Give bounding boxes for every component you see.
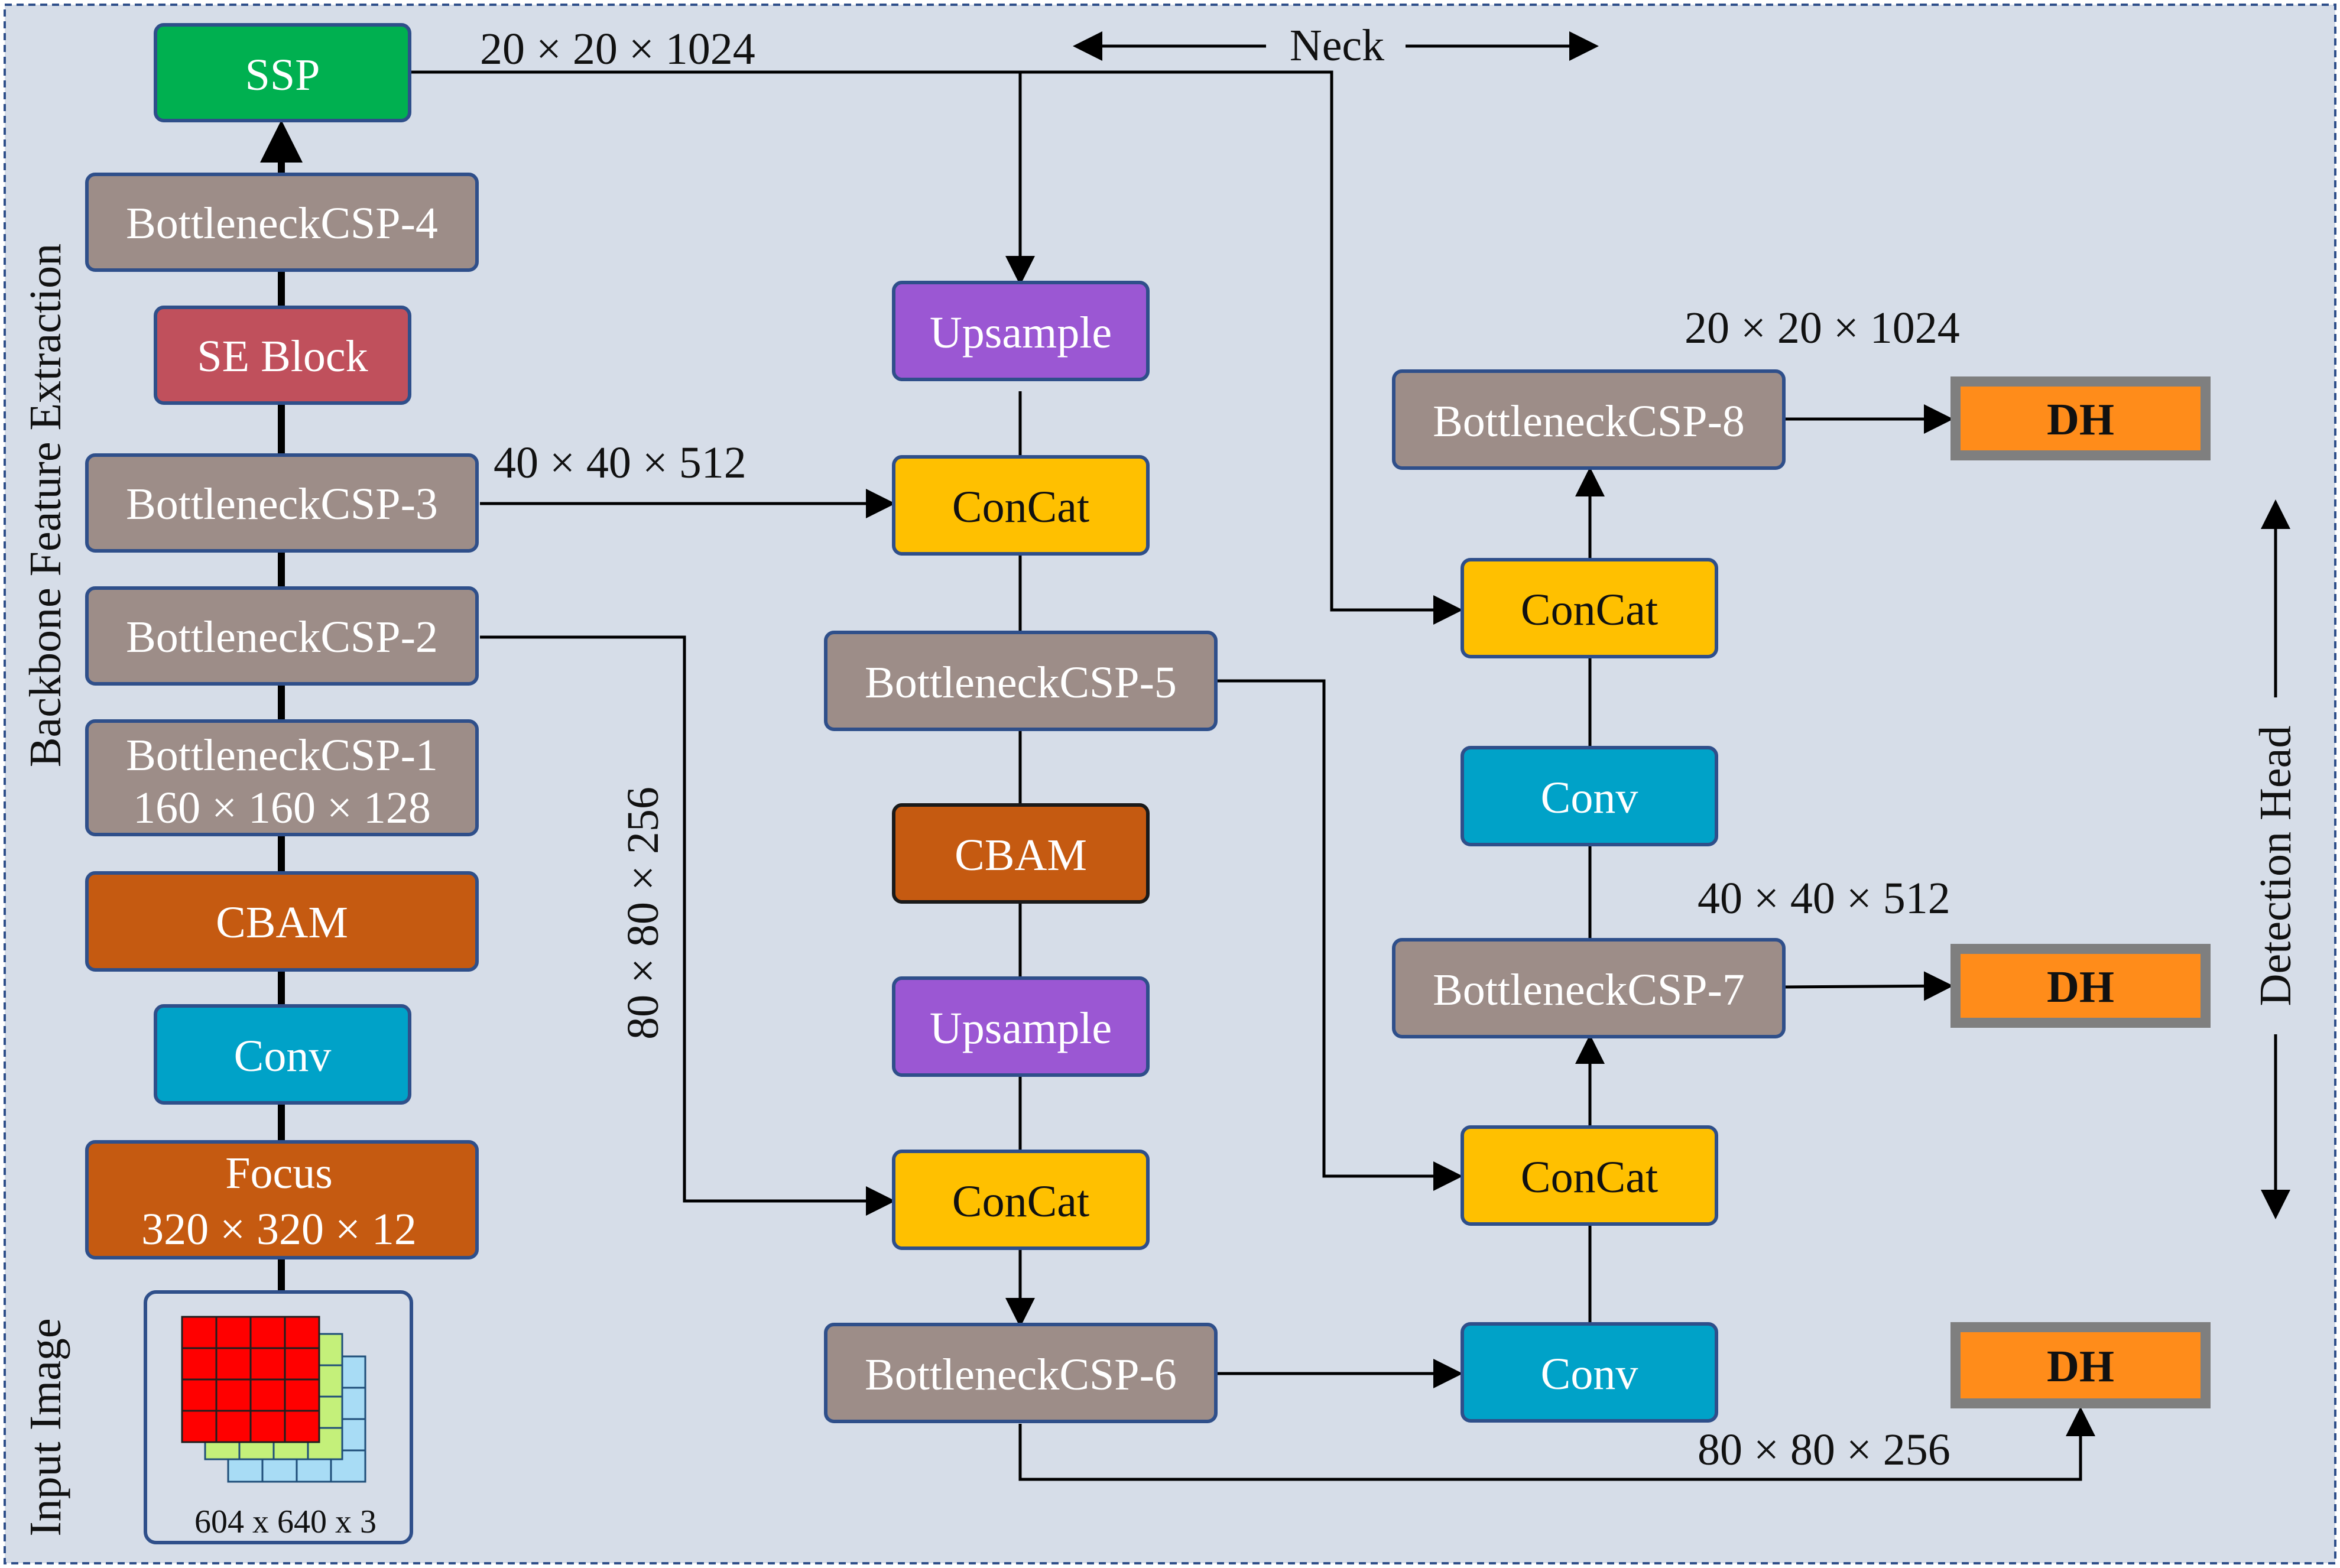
detection-head-region-marker: Detection Head — [2251, 499, 2300, 1219]
dh-label-1: DH — [2047, 395, 2114, 444]
input-channel-red — [181, 1316, 320, 1443]
concat-block-2: ConCat — [892, 1150, 1150, 1250]
bottleneckcsp-2-label: BottleneckCSP-2 — [126, 612, 438, 662]
bottleneckcsp-6-label: BottleneckCSP-6 — [865, 1350, 1177, 1400]
upsample-label-1: Upsample — [930, 308, 1112, 358]
bottleneckcsp-3-label: BottleneckCSP-3 — [126, 479, 438, 529]
bottleneckcsp-1-dims: 160 × 160 × 128 — [133, 783, 431, 833]
input-size-label: 604 x 640 x 3 — [194, 1504, 377, 1540]
ssp-label: SSP — [245, 50, 320, 100]
dim-label-csp8: 20 × 20 × 1024 — [1685, 303, 1960, 353]
connectors — [260, 70, 2095, 1481]
detection-head-1: DH — [1950, 376, 2211, 460]
dh-label-3: DH — [2047, 1342, 2114, 1391]
conv-label-backbone: Conv — [234, 1031, 332, 1081]
bottleneckcsp-8-block: BottleneckCSP-8 — [1392, 369, 1786, 470]
dh-label-2: DH — [2047, 962, 2114, 1012]
conv-label-top: Conv — [1541, 773, 1638, 823]
upsample-block-1: Upsample — [892, 281, 1150, 381]
cbam-block-backbone: CBAM — [85, 871, 479, 972]
head-column: BottleneckCSP-8 ConCat Conv BottleneckCS… — [1392, 369, 2211, 1423]
dim-label-csp2: 80 × 80 × 256 — [618, 787, 668, 1040]
se-block: SE Block — [154, 306, 411, 405]
focus-dims-row: 320 × 320 × 12 — [141, 1205, 417, 1254]
bottleneckcsp-1-block: BottleneckCSP-1 160 × 160 × 128 — [85, 719, 479, 836]
concat-block-1: ConCat — [892, 455, 1150, 556]
neck-region-label: Neck — [1290, 21, 1384, 70]
concat-label-1: ConCat — [952, 482, 1089, 532]
dimension-labels: 20 × 20 × 1024 40 × 40 × 512 80 × 80 × 2… — [480, 24, 1960, 1475]
detection-head-3: DH — [1950, 1322, 2211, 1408]
upsample-block-2: Upsample — [892, 976, 1150, 1077]
concat-block-top: ConCat — [1461, 558, 1718, 658]
cbam-label-backbone: CBAM — [216, 898, 348, 947]
upsample-label-2: Upsample — [930, 1004, 1112, 1053]
bottleneckcsp-5-label: BottleneckCSP-5 — [865, 658, 1177, 707]
detection-head-2: DH — [1950, 944, 2211, 1028]
input-image-box: 604 x 640 x 3 — [144, 1290, 413, 1544]
bottleneckcsp-5-block: BottleneckCSP-5 — [824, 631, 1218, 731]
bottleneckcsp-6-block: BottleneckCSP-6 — [824, 1323, 1218, 1423]
input-image-region-label: Input Image — [21, 1318, 70, 1536]
cbam-block-neck: CBAM — [892, 803, 1150, 904]
dim-label-csp7: 40 × 40 × 512 — [1698, 874, 1950, 923]
backbone-region-label: Backbone Feature Extraction — [21, 244, 70, 767]
bottleneckcsp-1-label: BottleneckCSP-1 — [126, 731, 438, 780]
focus-dims: 320 × 320 × 12 — [141, 1205, 417, 1254]
concat-label-2: ConCat — [952, 1177, 1089, 1226]
dim-label-csp3: 40 × 40 × 512 — [494, 438, 747, 488]
focus-label: Focus — [225, 1148, 333, 1198]
bottleneckcsp-7-block: BottleneckCSP-7 — [1392, 938, 1786, 1038]
neck-column: Upsample ConCat BottleneckCSP-5 CBAM Ups… — [824, 281, 1218, 1423]
ssp-block: SSP — [154, 23, 411, 122]
bottleneckcsp-8-label: BottleneckCSP-8 — [1433, 397, 1745, 446]
conv-label-bottom: Conv — [1541, 1349, 1638, 1399]
conv-block-top: Conv — [1461, 746, 1718, 846]
conv-block-backbone: Conv — [154, 1004, 411, 1105]
dim-label-bottom: 80 × 80 × 256 — [1698, 1425, 1950, 1475]
se-block-label: SE Block — [197, 332, 368, 381]
bottleneckcsp-4-block: BottleneckCSP-4 — [85, 173, 479, 272]
bottleneckcsp-7-label: BottleneckCSP-7 — [1433, 965, 1745, 1015]
concat-block-mid: ConCat — [1461, 1125, 1718, 1226]
cbam-label-neck: CBAM — [955, 830, 1087, 880]
concat-label-top: ConCat — [1521, 585, 1658, 635]
conv-block-bottom: Conv — [1461, 1322, 1718, 1423]
concat-label-mid: ConCat — [1521, 1153, 1658, 1202]
bottleneckcsp-2-block: BottleneckCSP-2 — [85, 586, 479, 686]
focus-block: Focus — [85, 1140, 479, 1259]
backbone-column: SSP BottleneckCSP-4 SE Block BottleneckC… — [85, 23, 479, 1544]
detection-head-region-label: Detection Head — [2251, 726, 2300, 1007]
dim-label-ssp: 20 × 20 × 1024 — [480, 24, 755, 74]
region-labels: Backbone Feature Extraction Input Image … — [21, 21, 2300, 1537]
bottleneckcsp-4-label: BottleneckCSP-4 — [126, 199, 438, 248]
neck-region-marker: Neck — [1073, 21, 1599, 70]
bottleneckcsp-3-block: BottleneckCSP-3 — [85, 453, 479, 553]
